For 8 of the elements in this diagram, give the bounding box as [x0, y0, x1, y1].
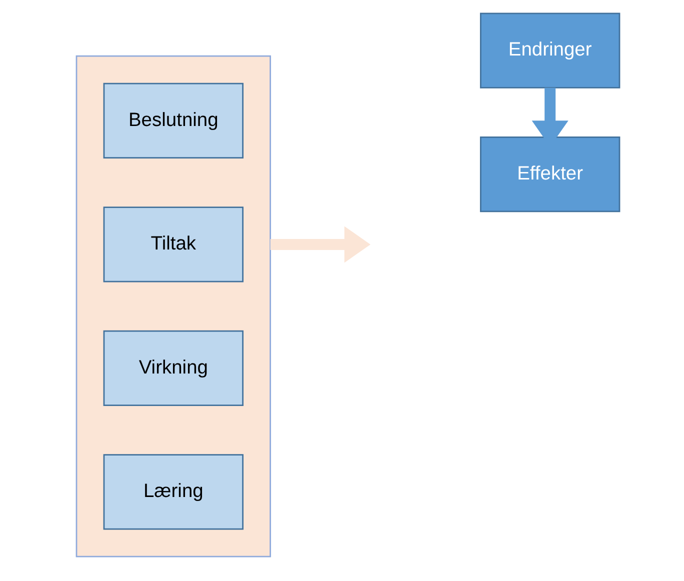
node-box: Effekter	[479, 136, 620, 212]
node-box: Tiltak	[102, 206, 244, 282]
node-box: Læring	[102, 454, 244, 530]
node-box: Beslutning	[102, 82, 244, 159]
arrow	[270, 226, 370, 263]
node-box: Virkning	[102, 330, 244, 406]
node-box: Endringer	[479, 12, 620, 88]
cluster	[75, 55, 271, 558]
